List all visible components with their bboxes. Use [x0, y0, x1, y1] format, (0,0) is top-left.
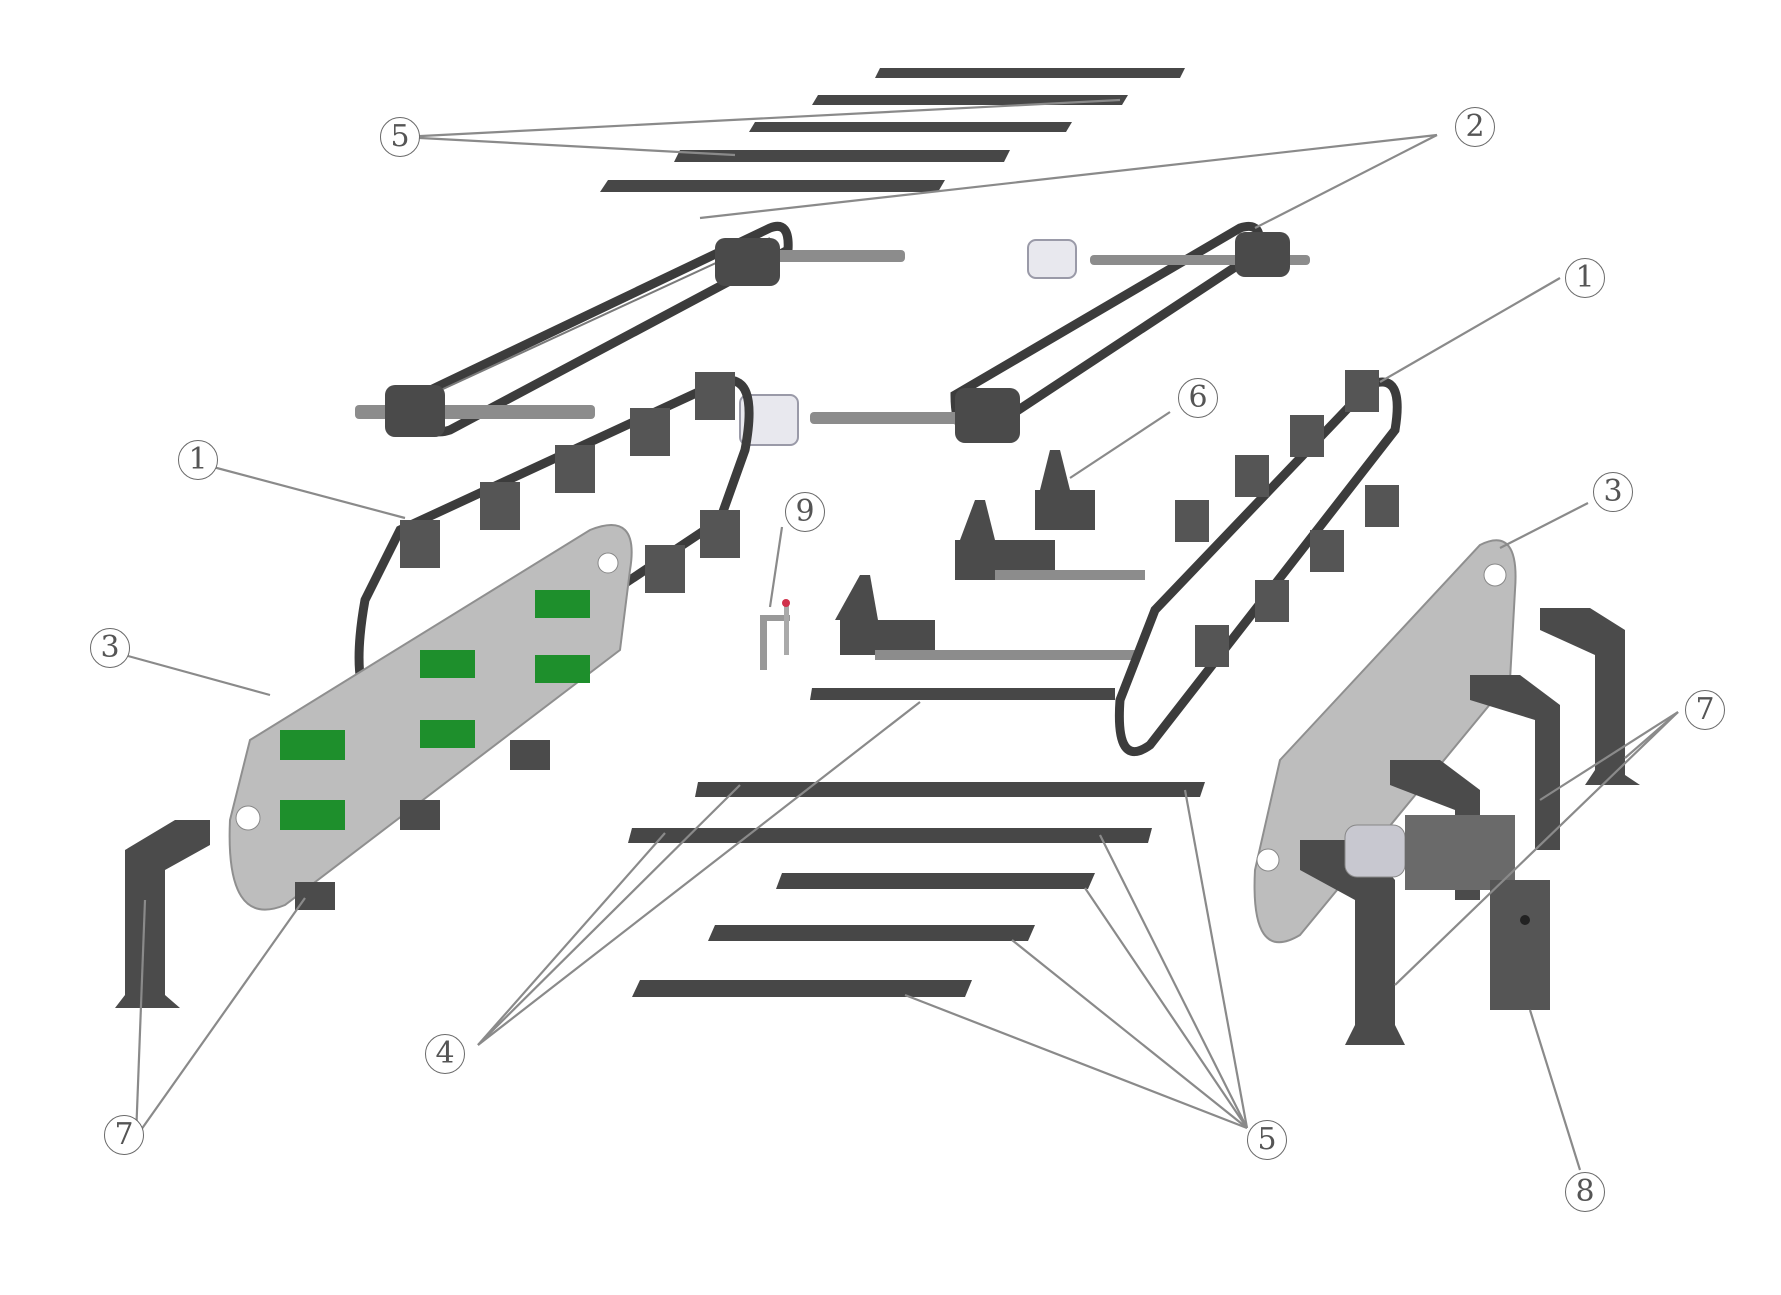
callout-4: 4	[425, 1034, 465, 1074]
callout-number: 6	[1188, 380, 1208, 415]
clamp-brackets	[835, 450, 1145, 660]
callout-8: 8	[1565, 1172, 1605, 1212]
callout-number: 2	[1465, 109, 1485, 144]
locating-pin	[760, 599, 790, 670]
left-legs	[115, 820, 210, 1008]
callout-number: 8	[1575, 1174, 1595, 1209]
callout-1-left: 1	[178, 440, 218, 480]
callout-number: 4	[435, 1036, 455, 1071]
shaft-coupler	[739, 394, 799, 446]
left-drive-chain	[355, 221, 905, 437]
callout-number: 5	[390, 119, 410, 154]
callout-number: 7	[114, 1117, 134, 1152]
callout-5-bottom: 5	[1247, 1120, 1287, 1160]
right-drive-chain	[810, 222, 1310, 443]
callout-5-top: 5	[380, 117, 420, 157]
top-slats	[600, 68, 1185, 192]
callout-1-right: 1	[1565, 258, 1605, 298]
drive-motor	[1344, 815, 1550, 1010]
right-clamp-chain	[1114, 370, 1402, 756]
left-side-plate	[228, 524, 633, 911]
callout-7-left: 7	[104, 1115, 144, 1155]
long-rails	[628, 688, 1205, 843]
callout-number: 1	[188, 442, 208, 477]
callout-number: 9	[795, 494, 815, 529]
callout-number: 3	[100, 630, 120, 665]
leader-lines	[127, 98, 1679, 1171]
callout-number: 1	[1575, 260, 1595, 295]
callout-2: 2	[1455, 107, 1495, 147]
callout-9: 9	[785, 492, 825, 532]
callout-3-left: 3	[90, 628, 130, 668]
bottom-slats	[632, 873, 1095, 997]
callout-6: 6	[1178, 378, 1218, 418]
callout-number: 5	[1257, 1122, 1277, 1157]
callout-3-right: 3	[1593, 472, 1633, 512]
callout-number: 7	[1695, 692, 1715, 727]
callout-7-right: 7	[1685, 690, 1725, 730]
callout-number: 3	[1603, 474, 1623, 509]
